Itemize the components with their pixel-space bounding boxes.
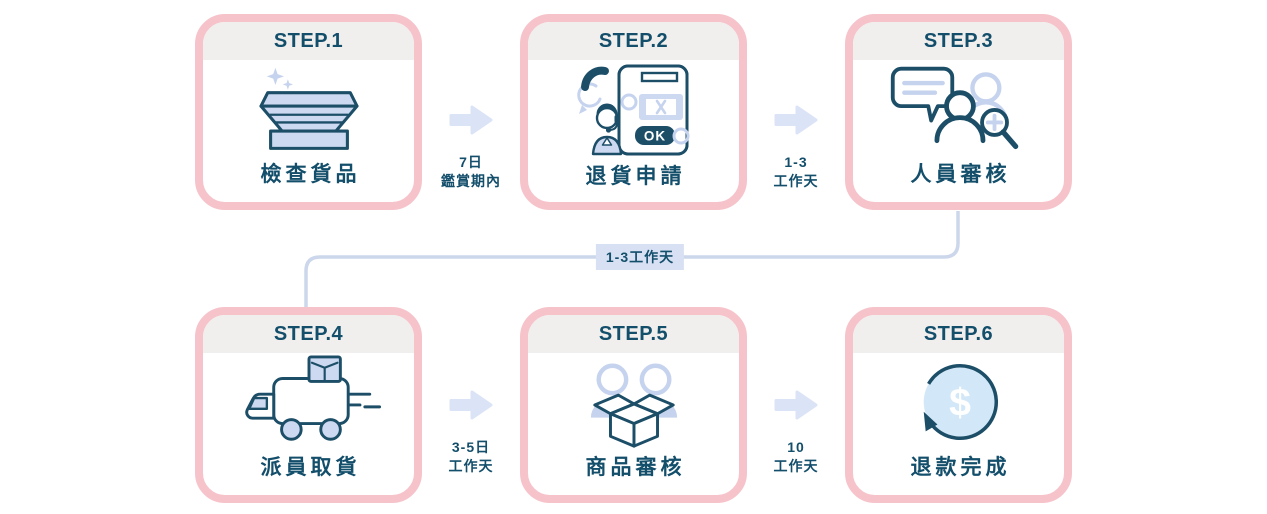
step-card-4-header: STEP.4 <box>203 315 414 353</box>
step-title: 商品審核 <box>585 456 686 479</box>
step-card-2: STEP.2 OK <box>520 14 747 210</box>
support-call-form-icon: OK <box>576 64 689 156</box>
open-carton-icon <box>592 393 675 448</box>
right-arrow-icon <box>449 390 493 420</box>
step-number-label: STEP.3 <box>923 29 994 52</box>
product-inspection-icon <box>590 363 677 448</box>
step-card-3-header: STEP.3 <box>853 22 1064 60</box>
step-title: 派員取貨 <box>260 456 361 479</box>
step-card-4: STEP.4 派員取貨 <box>195 307 422 503</box>
transition-duration-label: 3-5日 工作天 <box>448 439 494 474</box>
transition-step1-step2: 7日 鑑賞期內 <box>431 103 511 191</box>
step-title: 退款完成 <box>910 456 1011 479</box>
transition-duration-label: 1-3 工作天 <box>773 154 819 189</box>
staff-review-icon <box>890 66 1018 150</box>
step-number-label: STEP.6 <box>923 322 994 345</box>
step-card-5: STEP.5 商品審核 <box>520 307 747 503</box>
open-box-icon <box>258 67 359 150</box>
refund-money-icon: $ <box>923 364 998 441</box>
transition-step4-step5: 3-5日 工作天 <box>431 388 511 476</box>
step-title: 人員審核 <box>910 163 1011 186</box>
step-card-1: STEP.1 檢查貨品 <box>195 14 422 210</box>
svg-text:OK: OK <box>643 129 665 144</box>
step-number-label: STEP.4 <box>273 322 344 345</box>
step-title: 檢查貨品 <box>260 163 361 186</box>
transition-step5-step6: 10 工作天 <box>756 388 836 476</box>
dollar-sign: $ <box>949 382 971 425</box>
step-card-6-header: STEP.6 <box>853 315 1064 353</box>
right-arrow-icon <box>774 390 818 420</box>
step-card-2-header: STEP.2 <box>528 22 739 60</box>
step-card-1-header: STEP.1 <box>203 22 414 60</box>
transition-duration-label: 7日 鑑賞期內 <box>441 154 501 189</box>
step-number-label: STEP.2 <box>598 29 669 52</box>
transition-step2-step3: 1-3 工作天 <box>756 103 836 191</box>
step-title: 退貨申請 <box>585 165 686 188</box>
step-number-label: STEP.5 <box>598 322 669 345</box>
phone-handset-icon <box>580 66 609 91</box>
right-arrow-icon <box>449 105 493 135</box>
delivery-truck-icon <box>244 355 381 441</box>
step-card-5-header: STEP.5 <box>528 315 739 353</box>
connector-duration-badge: 1-3工作天 <box>595 244 685 270</box>
step-card-6: STEP.6 $ 退款完成 <box>845 307 1072 503</box>
step-card-3: STEP.3 人員審核 <box>845 14 1072 210</box>
right-arrow-icon <box>774 105 818 135</box>
transition-duration-label: 10 工作天 <box>773 439 819 474</box>
step-number-label: STEP.1 <box>273 29 344 52</box>
